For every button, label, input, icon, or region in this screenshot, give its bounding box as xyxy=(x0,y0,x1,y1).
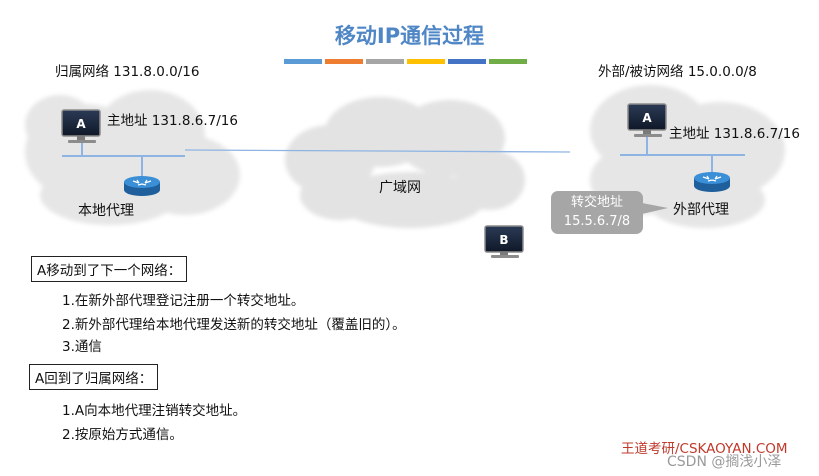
care-of-address-callout: 转交地址 15.5.6.7/8 xyxy=(551,191,643,234)
title-bar-segment xyxy=(284,59,322,64)
care-of-address: 15.5.6.7/8 xyxy=(563,214,631,229)
title-bar-segment xyxy=(366,59,404,64)
home-agent-label: 本地代理 xyxy=(78,203,134,219)
foreign-agent-label: 外部代理 xyxy=(673,202,729,218)
title-bar-segment xyxy=(489,59,527,64)
title-bar-segment xyxy=(407,59,445,64)
wan-label: 广域网 xyxy=(379,180,421,196)
wan-link-line xyxy=(184,149,571,153)
foreign-agent-router-icon xyxy=(694,172,730,192)
foreign-network-label: 外部/被访网络 15.0.0.0/8 xyxy=(598,64,757,80)
foreign-host-address: 主地址 131.8.6.7/16 xyxy=(669,126,800,142)
home-agent-router-icon xyxy=(124,176,160,196)
section1-heading: A移动到了下一个网络： xyxy=(31,256,188,282)
page-title: 移动IP通信过程 xyxy=(334,24,485,48)
wan-cloud xyxy=(285,97,525,228)
home-host-label: A xyxy=(76,117,86,131)
footer-brand: 王道考研/CSKAOYAN.COM xyxy=(621,441,788,457)
section2-step-2: 2.按原始方式通信。 xyxy=(62,427,183,443)
section2-step-1: 1.A向本地代理注销转交地址。 xyxy=(62,403,247,419)
peer-host-computer-icon: B xyxy=(484,225,524,258)
home-host-computer-icon: A xyxy=(61,109,101,143)
watermark: CSDN @搁浅小泽 xyxy=(667,454,782,470)
home-host-address: 主地址 131.8.6.7/16 xyxy=(107,113,238,129)
home-network-label: 归属网络 131.8.0.0/16 xyxy=(55,64,200,80)
title-bar-segment xyxy=(325,59,363,64)
foreign-host-computer-icon: A xyxy=(627,103,667,137)
title-color-bar xyxy=(284,59,527,64)
section2-heading: A回到了归属网络： xyxy=(29,364,159,390)
title-bar-segment xyxy=(448,59,486,64)
foreign-host-label: A xyxy=(642,111,652,125)
care-of-title: 转交地址 xyxy=(570,195,623,210)
care-of-callout-pointer xyxy=(642,203,668,214)
peer-host-label: B xyxy=(499,233,508,247)
section1-step-1: 1.在新外部代理登记注册一个转交地址。 xyxy=(62,293,305,309)
section1-step-3: 3.通信 xyxy=(62,339,102,355)
section1-step-2: 2.新外部代理给本地代理发送新的转交地址（覆盖旧的）。 xyxy=(62,317,406,333)
